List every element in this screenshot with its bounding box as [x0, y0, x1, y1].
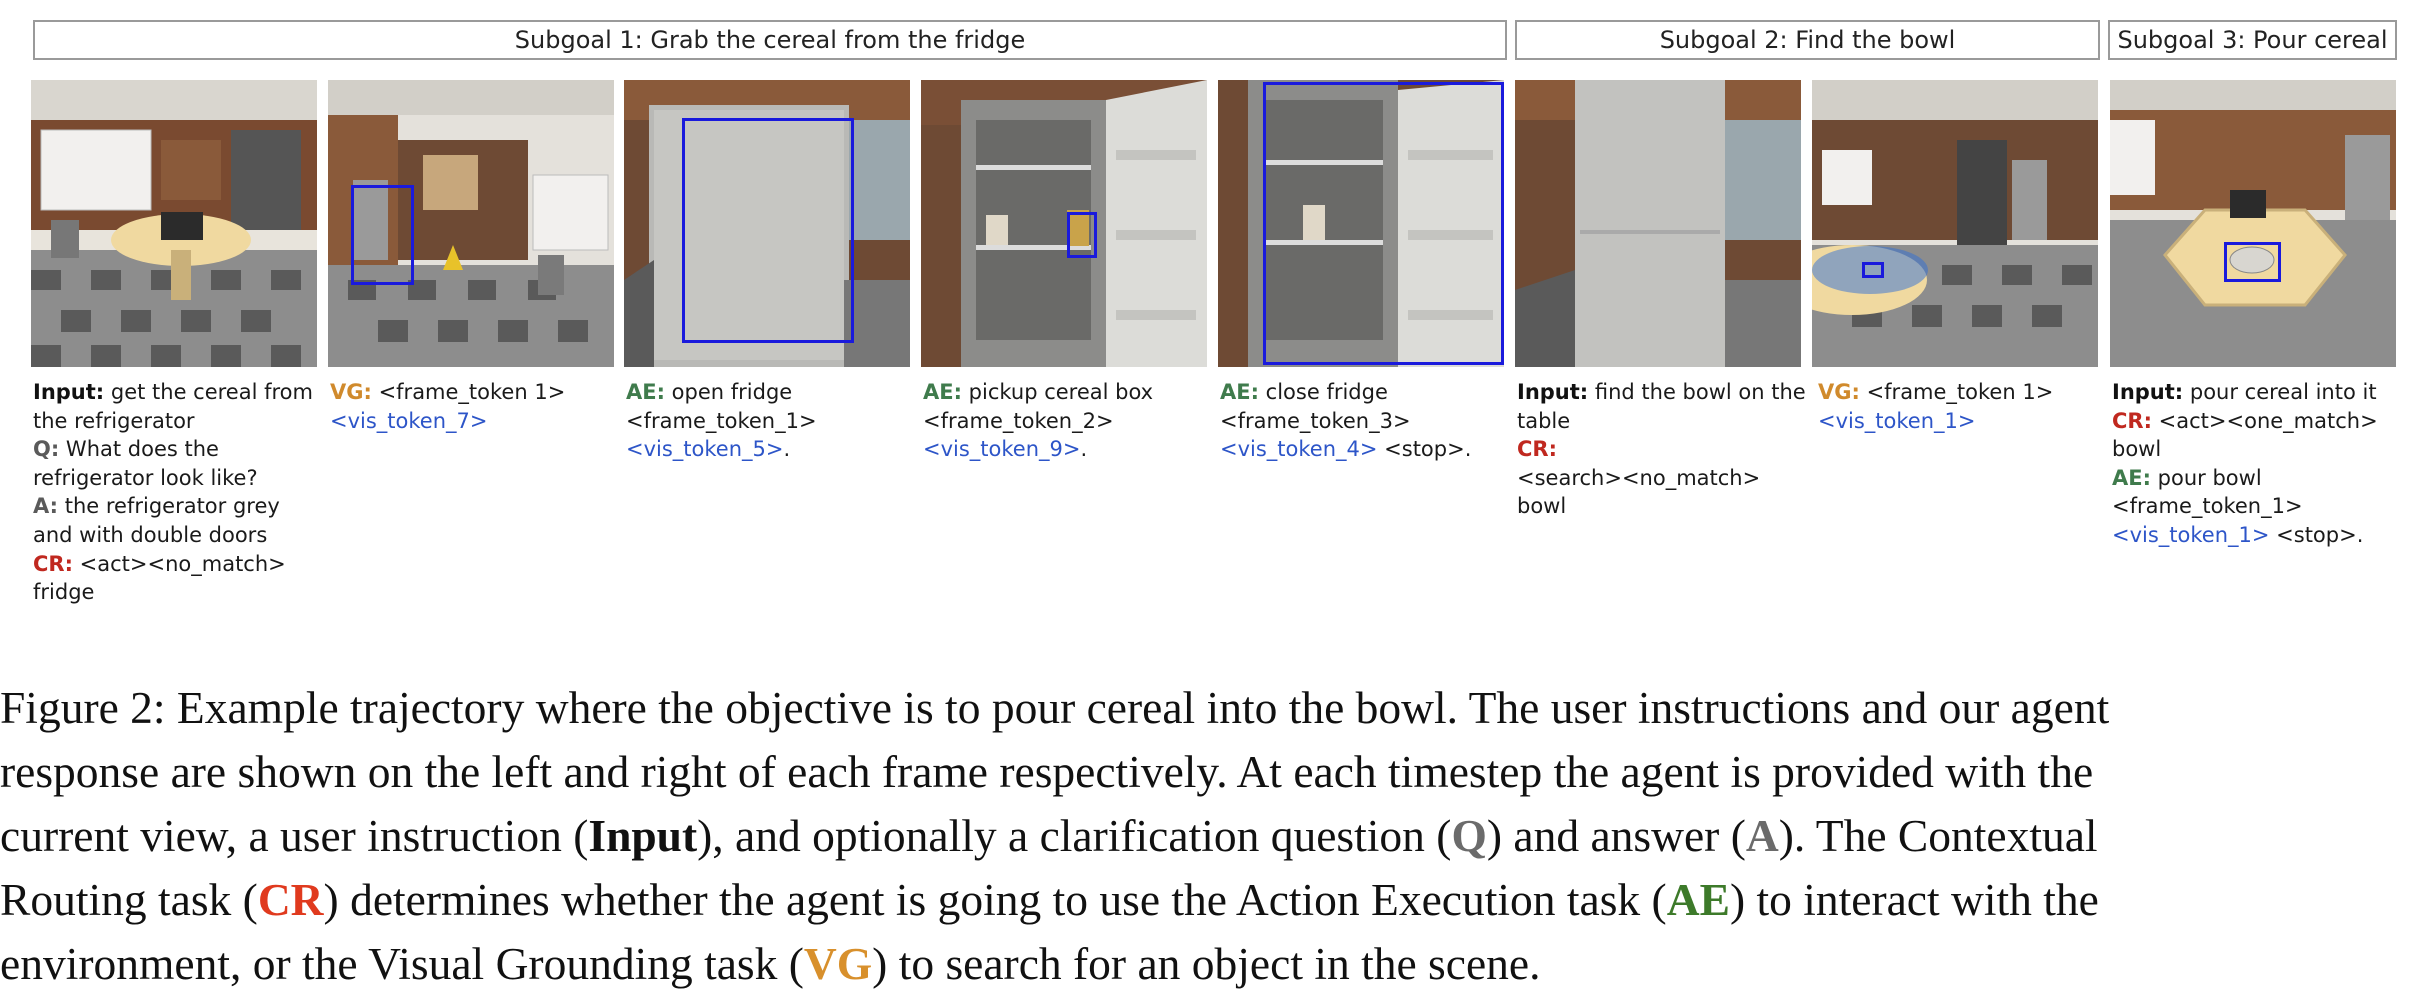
frame-8-image [2110, 80, 2396, 367]
subgoal-3-header: Subgoal 3: Pour cereal [2108, 20, 2397, 60]
cr-label: CR: [2112, 408, 2152, 433]
bounding-box [2224, 242, 2281, 282]
vg-text: <frame_token 1> [1859, 380, 2054, 404]
input-label: Input: [2112, 380, 2184, 404]
question-text: What does the refrigerator look like? [33, 437, 258, 490]
frame-3-image [624, 80, 910, 367]
tail-text: <stop>. [2269, 522, 2364, 547]
caption-line-1: Figure 2: Example trajectory where the o… [0, 682, 2110, 733]
vg-label: VG: [1818, 380, 1860, 404]
answer-text: the refrigerator grey and with double do… [33, 494, 280, 547]
frame-7-image [1812, 80, 2098, 367]
bounding-box [1862, 262, 1884, 278]
cr-text: <act><no_match> fridge [33, 551, 286, 605]
caption-ae-term: AE [1666, 874, 1730, 925]
frame-2-annotation: VG: <frame_token 1> <vis_token_7> [330, 378, 620, 435]
bounding-box [682, 118, 854, 343]
caption-text: ) to interact with the [1729, 874, 2099, 925]
frame-3-annotation: AE: open fridge <frame_token_1> <vis_tok… [626, 378, 916, 464]
question-label: Q: [33, 437, 60, 462]
frame-4-image [921, 80, 1207, 367]
caption-text: ) determines whether the agent is going … [323, 874, 1667, 925]
cr-text: <search><no_match> bowl [1517, 465, 1761, 519]
frame-1-annotation: Input: get the cereal from the refrigera… [33, 378, 323, 607]
frame-6-annotation: Input: find the bowl on the table CR: <s… [1517, 378, 1807, 521]
answer-label: A: [33, 494, 59, 519]
caption-line-3: current view, a user instruction (Input)… [0, 804, 2434, 868]
ae-label: AE: [923, 380, 962, 404]
caption-text: ). The Contextual [1778, 810, 2098, 861]
tail-text: . [783, 437, 791, 462]
caption-text: Routing task ( [0, 874, 258, 925]
frame-5-image [1218, 80, 1504, 367]
cr-label: CR: [33, 551, 73, 576]
vis-token: <vis_token_1> [2112, 522, 2270, 547]
caption-text: ) to search for an object in the scene. [872, 938, 1541, 989]
caption-line-4: Routing task (CR) determines whether the… [0, 868, 2434, 932]
frame-7-annotation: VG: <frame_token 1> <vis_token_1> [1818, 378, 2108, 435]
subgoal-2-header: Subgoal 2: Find the bowl [1515, 20, 2100, 60]
caption-cr-term: CR [257, 874, 324, 925]
input-text: find the bowl on the table [1517, 380, 1806, 433]
figure-caption: Figure 2: Example trajectory where the o… [0, 676, 2434, 996]
ae-text: close fridge <frame_token_3> [1220, 380, 1411, 433]
caption-q-term: Q [1451, 810, 1487, 861]
tail-text: . [1080, 437, 1088, 462]
input-label: Input: [33, 380, 105, 404]
vis-token: <vis_token_1> [1818, 408, 1976, 433]
input-text: get the cereal from the refrigerator [33, 380, 313, 433]
bounding-box [1067, 212, 1097, 258]
caption-text: environment, or the Visual Grounding tas… [0, 938, 804, 989]
caption-text: ) and answer ( [1486, 810, 1746, 861]
input-label: Input: [1517, 380, 1589, 404]
frame-4-annotation: AE: pickup cereal box <frame_token_2> <v… [923, 378, 1223, 464]
caption-text: current view, a user instruction ( [0, 810, 589, 861]
subgoal-1-header: Subgoal 1: Grab the cereal from the frid… [33, 20, 1507, 60]
caption-line-2: response are shown on the left and right… [0, 746, 2094, 797]
vis-token: <vis_token_5> [626, 437, 784, 462]
input-text: pour cereal into it [2183, 380, 2377, 404]
cr-text: <act><one_match> bowl [2112, 408, 2378, 462]
vg-label: VG: [330, 380, 372, 404]
ae-label: AE: [1220, 380, 1259, 404]
vis-token: <vis_token_9> [923, 437, 1081, 462]
frame-2-image [328, 80, 614, 367]
vg-text: <frame_token 1> [371, 380, 566, 404]
frame-6-image [1515, 80, 1801, 367]
caption-input-term: Input [588, 810, 698, 861]
ae-text: pour bowl <frame_token_1> [2112, 465, 2303, 519]
ae-label: AE: [626, 380, 665, 404]
cr-label: CR: [1517, 437, 1557, 462]
caption-text: ), and optionally a clarification questi… [697, 810, 1452, 861]
caption-line-5: environment, or the Visual Grounding tas… [0, 932, 2434, 996]
bounding-box [351, 185, 414, 285]
vis-token: <vis_token_7> [330, 408, 488, 433]
caption-vg-term: VG [803, 938, 873, 989]
tail-text: <stop>. [1377, 437, 1472, 462]
ae-label: AE: [2112, 465, 2151, 490]
caption-a-term: A [1745, 810, 1779, 861]
ae-text: pickup cereal box <frame_token_2> [923, 380, 1154, 433]
frame-1-image [31, 80, 317, 367]
ae-text: open fridge <frame_token_1> [626, 380, 817, 433]
frame-8-annotation: Input: pour cereal into it CR: <act><one… [2112, 378, 2402, 550]
frame-5-annotation: AE: close fridge <frame_token_3> <vis_to… [1220, 378, 1510, 464]
vis-token: <vis_token_4> [1220, 437, 1378, 462]
bounding-box [1263, 82, 1504, 365]
